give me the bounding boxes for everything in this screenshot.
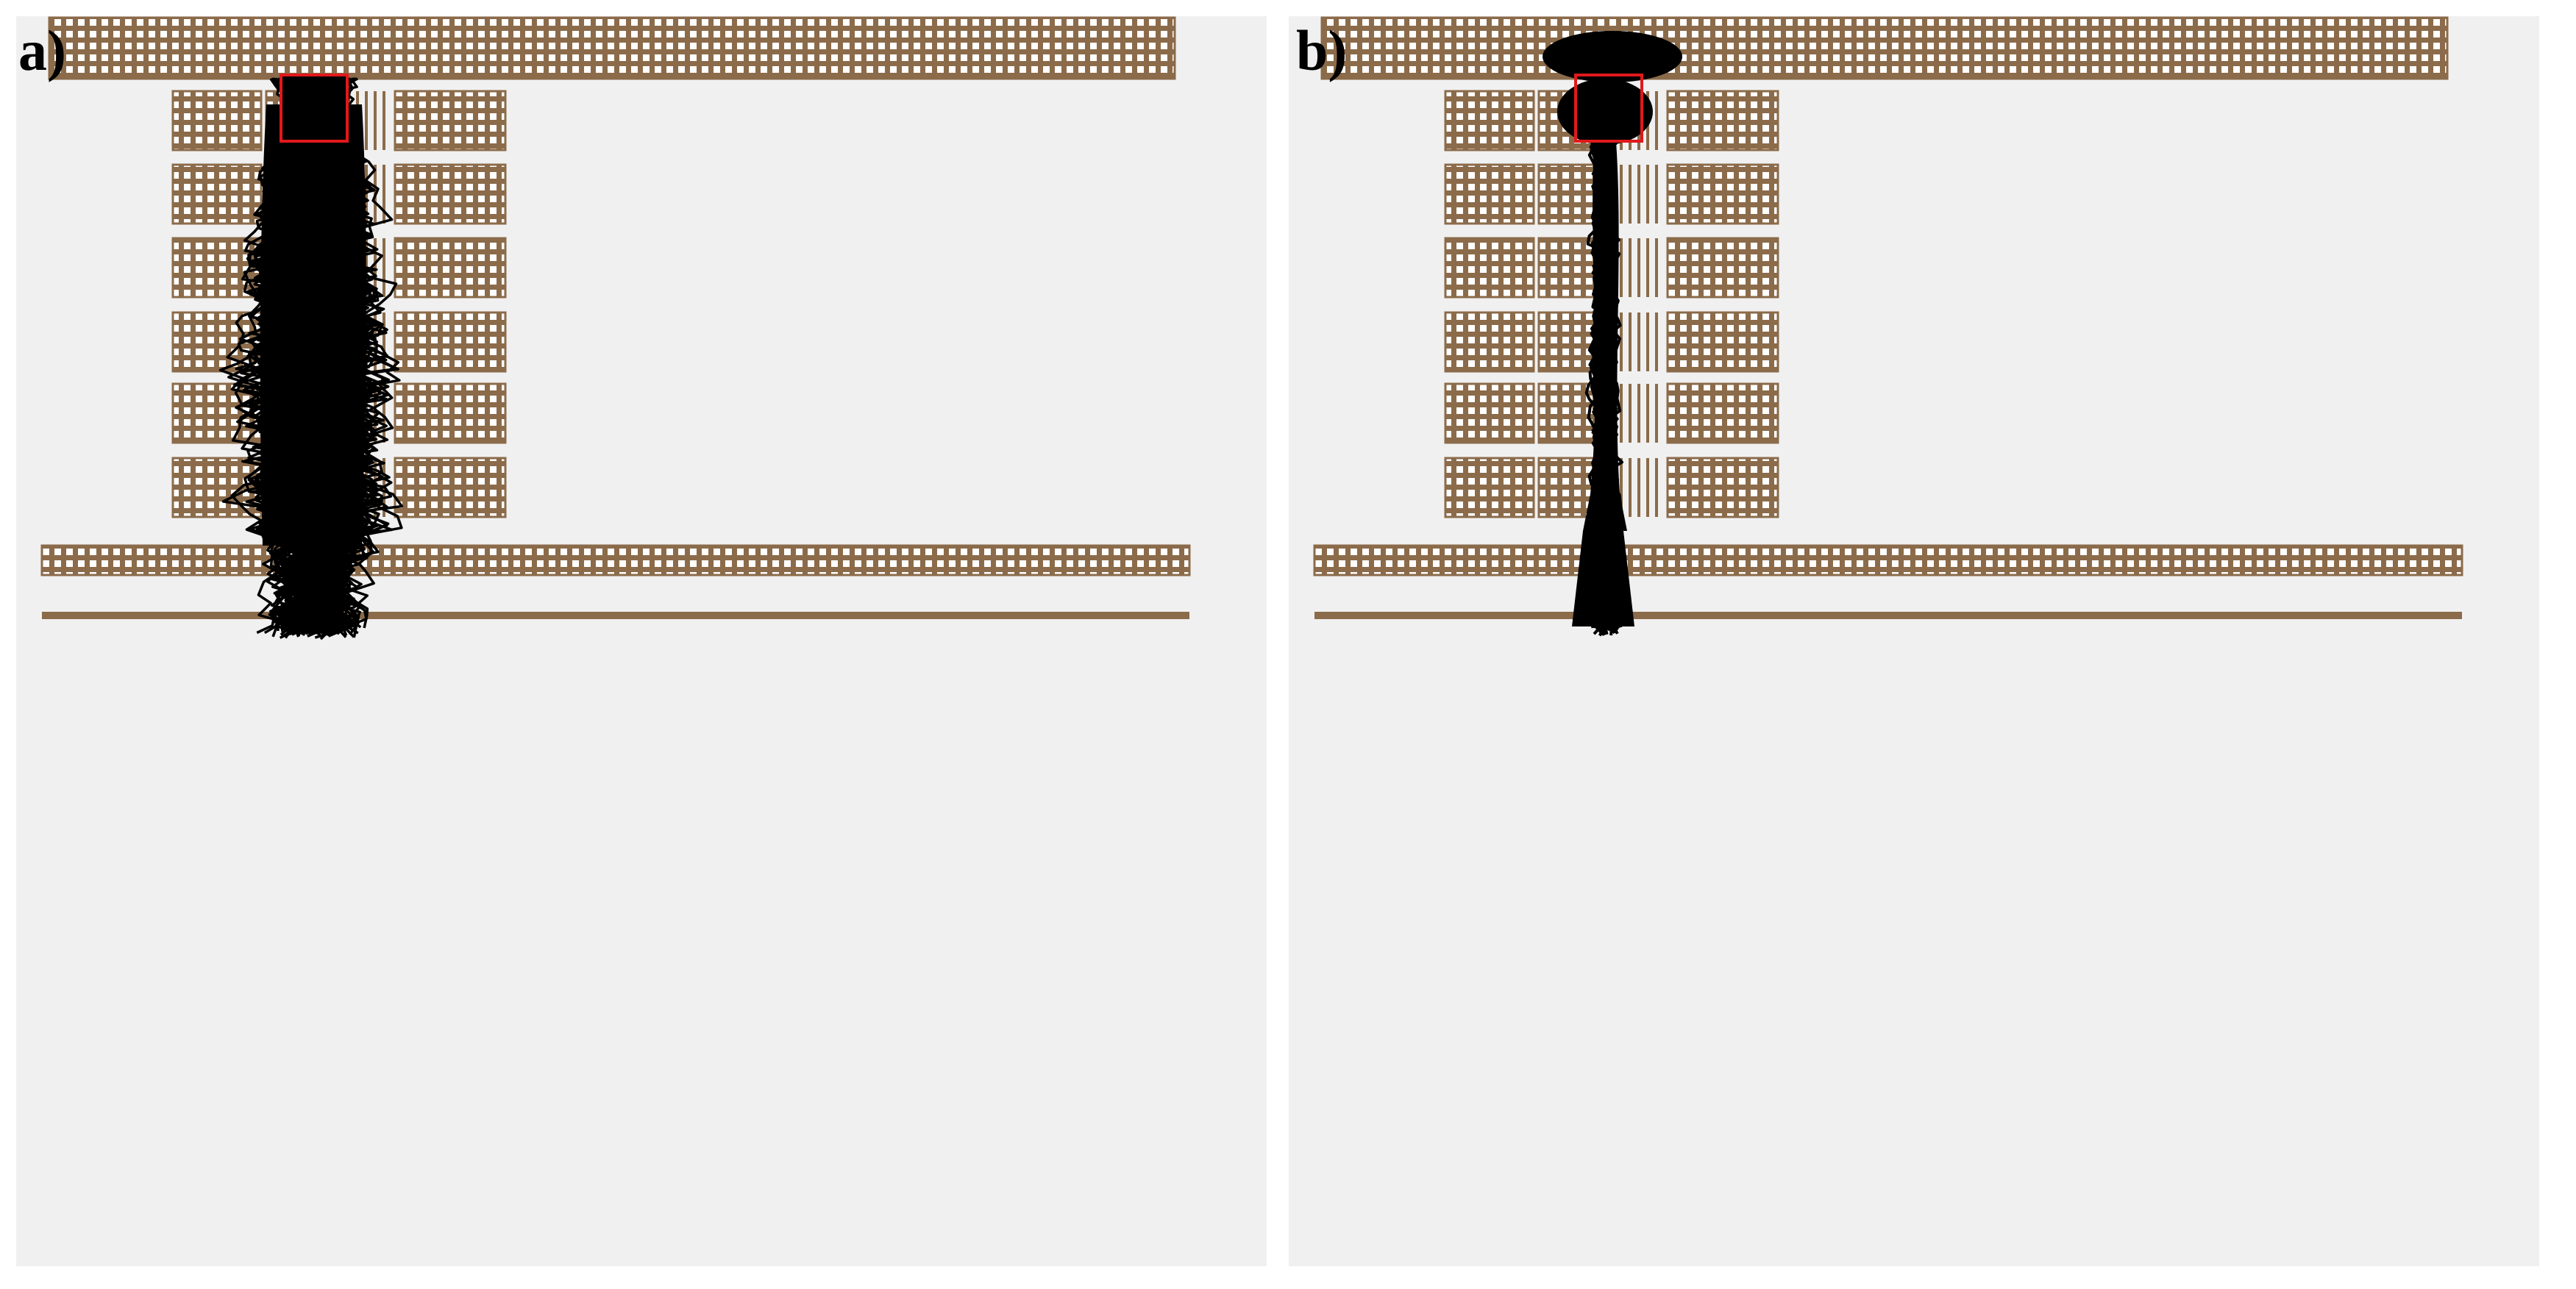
panel-a: [16, 16, 1267, 1266]
trajectory-path: [250, 77, 346, 632]
shelf-stripe: [1637, 238, 1640, 297]
shelf-left-block: [1444, 311, 1535, 373]
shelf-right-block: [394, 311, 507, 373]
shelf-stripe: [1620, 313, 1623, 371]
shelf-stripe: [1637, 458, 1640, 517]
shelf-right-block: [394, 457, 507, 518]
bottom-shelf: [40, 544, 1191, 576]
floor-shelf-edge: [1314, 612, 2462, 619]
shelf-stripe: [1646, 165, 1649, 224]
shelf-stripe: [1655, 165, 1658, 224]
shelf-stripe: [1637, 384, 1640, 443]
shelf-stripe: [383, 165, 385, 224]
shelf-stripe: [1655, 91, 1658, 150]
shelf-stripe: [1629, 313, 1632, 371]
shelf-stripe: [374, 91, 377, 150]
shelf-stripe: [383, 384, 385, 443]
shelf-stripe: [383, 91, 385, 150]
shelf-right-block: [1666, 311, 1779, 373]
shelf-left-block: [1444, 457, 1535, 518]
shelf-left-block: [1444, 237, 1535, 299]
trajectory-path: [1593, 78, 1617, 628]
shelf-stripe: [1629, 165, 1632, 224]
start-box: [1574, 74, 1643, 143]
shelf-stripe: [1620, 165, 1623, 224]
shelf-right-block: [394, 90, 507, 151]
panel-a-canvas: [40, 16, 1191, 640]
panel-b: [1289, 16, 2539, 1266]
shelf-stripe: [1655, 313, 1658, 371]
shelf-stripe: [1620, 458, 1623, 517]
shelf-right-block: [1666, 90, 1779, 151]
shelf-stripe: [1620, 384, 1623, 443]
bottom-shelf: [1313, 544, 2463, 576]
shelf-stripe: [1637, 313, 1640, 371]
shelf-left-block: [171, 90, 263, 151]
shelf-stripe: [365, 91, 368, 150]
shelf-stripe: [1629, 384, 1632, 443]
shelf-left-block: [171, 163, 263, 225]
shelf-right-block: [394, 237, 507, 299]
shelf-right-block: [1666, 237, 1779, 299]
shelf-stripe: [1646, 384, 1649, 443]
shelf-stripe: [1646, 313, 1649, 371]
start-area-fill: [281, 75, 347, 141]
trajectory-path: [252, 78, 385, 633]
shelf-stripe: [374, 238, 377, 297]
shelf-left-block: [1444, 163, 1535, 225]
shelf-stripe: [1655, 458, 1658, 517]
shelf-stripe: [1629, 458, 1632, 517]
shelf-right-block: [1666, 163, 1779, 225]
panel-b-label: b): [1296, 18, 1348, 82]
shelf-right-block: [394, 163, 507, 225]
trajectory-path: [246, 78, 357, 632]
shelf-stripe: [1637, 165, 1640, 224]
shelf-stripe: [1646, 458, 1649, 517]
shelf-stripe: [1646, 238, 1649, 297]
trajectory-top-cloud: [1543, 31, 1682, 82]
shelf-stripe: [1620, 238, 1623, 297]
floor-shelf-edge: [42, 612, 1189, 619]
shelf-right-block: [1666, 457, 1779, 518]
shelf-right-block: [1666, 382, 1779, 444]
trajectory-path: [263, 78, 362, 631]
shelf-stripe: [1629, 238, 1632, 297]
trajectory-path: [1587, 78, 1618, 629]
shelf-stripe: [1655, 384, 1658, 443]
top-shelf: [48, 16, 1176, 80]
shelf-stripe: [1655, 238, 1658, 297]
shelf-left-block: [1444, 90, 1535, 151]
shelf-left-block: [1444, 382, 1535, 444]
trajectory-path: [227, 77, 394, 632]
shelf-stripe: [383, 238, 385, 297]
panel-b-canvas: [1313, 16, 2463, 637]
start-box: [280, 74, 349, 143]
shelf-right-block: [394, 382, 507, 444]
trajectory-path: [1588, 77, 1623, 630]
panel-a-label: a): [18, 18, 66, 82]
trajectory-path: [1586, 77, 1618, 635]
shelf-stripe: [383, 313, 385, 371]
top-shelf: [1320, 16, 2449, 80]
